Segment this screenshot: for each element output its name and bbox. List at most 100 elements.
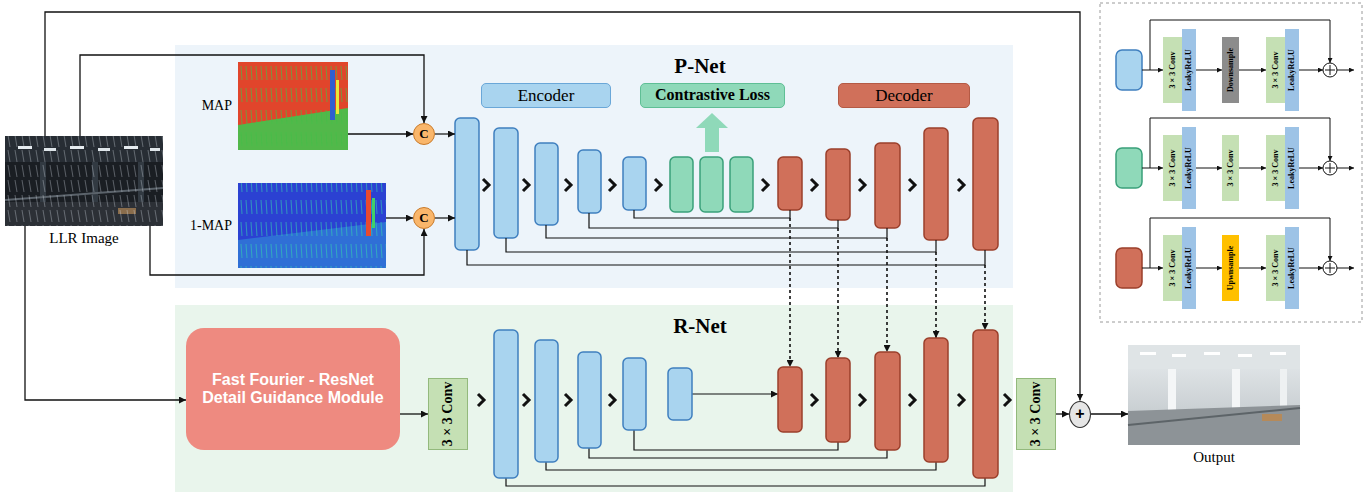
legend-block-swatch [1116,50,1142,90]
restored-photo [1270,352,1286,355]
node-label: LeakyReLU [1288,32,1296,108]
restored-photo [1128,408,1300,425]
inverse-map-heatmap [238,183,386,268]
node-label: R-Net [673,314,727,339]
flow-chevron [478,394,484,406]
restored-photo [1128,405,1300,445]
legend-sum-symbol [1323,63,1337,77]
legend-activation-box: LeakyReLU [1285,227,1299,309]
rnet-encoder-block [494,330,692,478]
concat-to-encoder-arrow [435,133,455,134]
node-label: Fast Fourier - ResNet Detail Guidance Mo… [202,371,384,408]
restored-photo [1232,369,1240,411]
rnet-decoder-block [924,338,948,462]
legend-conv-box: 3 × 3 Conv [1163,235,1182,301]
legend-conv-box: 3 × 3 Conv [1266,135,1285,201]
rnet-decoder-block [973,330,998,478]
skip-connection [467,210,985,486]
legend-wire [1142,268,1163,269]
restored-photo [1140,352,1156,355]
node-label: LeakyReLU [1185,130,1193,206]
node-label: Output [1193,449,1235,466]
map-heatmap [330,70,335,120]
flow-chevron [859,179,865,191]
map-heatmap [238,62,348,150]
connector [1196,168,1222,169]
flow-chevron [958,179,964,191]
pnet-decoder-block [875,143,900,228]
pnet-decoder-block [778,118,998,250]
skip-connection [634,210,790,218]
sum-circle: + [1069,401,1091,428]
connector [1091,413,1128,414]
feature-guidance-arrow [886,238,888,352]
flow-chevron [909,394,915,406]
node-label: LLR Image [49,230,119,247]
pnet-encoder-block [494,128,518,238]
node-label: P-Net [674,54,725,79]
flow-chevron [909,179,915,191]
network-panel-ground [175,305,1013,492]
rnet-decoder-block [778,330,998,478]
connector [1196,70,1222,71]
restored-photo [1280,369,1287,411]
restored-photo [1204,352,1220,355]
pnet-decoder-block [924,128,948,240]
node-label: 3 × 3 Conv [1168,40,1176,100]
feature-guidance-arrow [935,252,937,338]
feature-guidance-arrow [984,265,986,330]
legend-wire [1337,268,1354,269]
contrastive-arrow [696,113,728,152]
contrastive-arrow [696,113,728,128]
contrastive-arrow [705,127,719,152]
legend-wire [1142,70,1163,71]
flow-chevron [609,394,615,406]
legend-conv-box: 3 × 3 Conv [1163,37,1182,103]
rainy-lowlight-photo [5,136,163,226]
network-panel-ground [175,45,1013,492]
map-heatmap [238,62,348,150]
restored-photo [1128,345,1300,445]
map-heatmap [238,62,348,150]
map-heatmap [336,80,339,114]
connector [150,226,424,275]
pnet-encoder-block [535,143,558,225]
restored-photo [1262,414,1282,421]
node-label: Contrastive Loss [655,86,770,104]
node-label: 3 × 3 Conv [441,381,456,447]
node-label: 1-MAP [190,218,232,234]
node-label: 3 × 3 Conv [1168,138,1176,198]
pnet-decoder-block [778,157,802,210]
rainy-lowlight-photo [5,136,163,226]
conv-box: 3 × 3 Conv [428,378,468,450]
restored-photo [1168,369,1176,411]
network-panel: P-NetMAPC1-MAPCEncoderContrastive LossDe… [175,45,1013,288]
map-image: MAP [238,62,348,150]
concat-to-encoder-arrow [692,393,778,394]
rnet-encoder-block [535,340,558,462]
pnet-bottleneck-block [700,157,723,212]
pnet-encoder-block [578,150,601,213]
rnet-encoder-block [623,358,646,430]
node-label: LeakyReLU [1185,230,1193,306]
connector [80,55,424,136]
legend-sum-symbol [1325,163,1335,173]
flow-chevron [1004,394,1010,406]
skip-connection [467,250,985,265]
rnet-decoder-block [875,352,900,450]
concat-to-encoder-arrow [435,134,778,394]
skip-connection [589,213,838,228]
node-label: Downsample [1226,40,1234,100]
node-label: 3 × 3 Conv [1226,138,1234,198]
rainy-lowlight-photo [5,136,163,226]
node-label: 3 × 3 Conv [1029,381,1044,447]
flow-chevron [655,179,661,191]
feature-guidance-arrow [789,218,791,367]
section-label: Decoder [838,83,970,108]
legend-activation-box: LeakyReLU [1285,127,1299,209]
connector [1239,168,1266,169]
skip-connection [589,448,887,458]
map-image: 1-MAP [238,183,386,268]
node-label: Encoder [518,86,575,106]
node-label: + [1075,405,1084,423]
